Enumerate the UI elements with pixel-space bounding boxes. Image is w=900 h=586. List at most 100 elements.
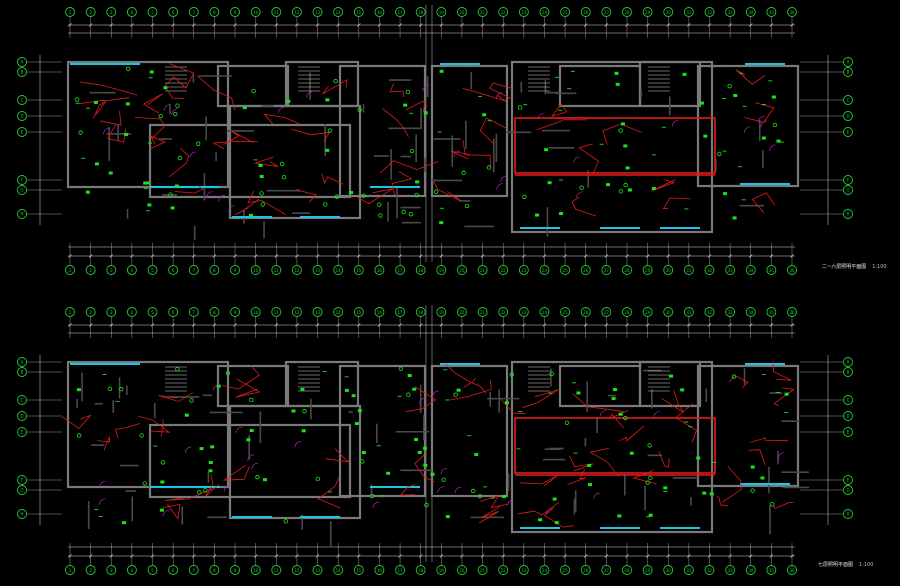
lighting-device — [168, 192, 173, 197]
column-grid-label: 19 — [439, 568, 445, 573]
lighting-device — [369, 493, 375, 499]
column-grid-label: 13 — [315, 10, 321, 15]
column-grid-label: 7 — [192, 10, 195, 15]
lighting-circuit — [295, 188, 317, 203]
column-grid-bubble — [415, 265, 426, 275]
lighting-circuit — [450, 150, 470, 160]
lighting-device — [445, 515, 450, 519]
dimension-tick — [418, 323, 423, 327]
column-grid-label: 29 — [645, 568, 651, 573]
lighting-device — [323, 202, 328, 207]
row-grid-label: C — [847, 98, 850, 103]
lighting-device — [203, 488, 208, 493]
dimension-tick — [604, 23, 609, 27]
column-grid-bubble — [85, 265, 96, 275]
dimension-tick — [336, 554, 340, 558]
dimension-tick — [460, 323, 464, 327]
column-grid-label: 16 — [377, 310, 383, 315]
dimension-tick — [439, 554, 444, 558]
dimension-tick — [480, 23, 485, 27]
lighting-device — [258, 164, 263, 168]
column-grid-label: 2 — [89, 10, 92, 15]
lighting-device — [121, 521, 126, 525]
row-grid-label: E — [847, 430, 850, 435]
lighting-device — [750, 465, 755, 469]
row-grid-label: D — [20, 414, 23, 419]
lighting-device — [197, 490, 202, 495]
door-swing — [98, 498, 106, 505]
dimension-tick — [68, 554, 72, 558]
column-grid-bubble — [518, 307, 529, 317]
dimension-tick — [480, 254, 485, 258]
door-swing — [454, 486, 462, 494]
column-grid-bubble — [250, 7, 261, 17]
column-grid-label: 11 — [274, 268, 280, 273]
column-grid-bubble — [642, 307, 653, 317]
lighting-device — [208, 461, 213, 465]
row-grid-label: A — [21, 60, 24, 65]
lighting-device — [617, 514, 622, 518]
wall — [510, 360, 714, 534]
lighting-device — [378, 213, 383, 218]
lighting-circuit — [772, 360, 792, 381]
dimension-tick — [377, 254, 382, 258]
column-grid-bubble — [766, 307, 777, 317]
column-grid-bubble — [106, 265, 117, 275]
column-grid-label: 16 — [377, 268, 383, 273]
dimension-tick — [150, 23, 155, 27]
row-grid-bubble — [17, 509, 27, 519]
column-grid-bubble — [477, 307, 488, 317]
dimension-tick — [687, 323, 691, 327]
column-grid-bubble — [374, 265, 385, 275]
lighting-device — [770, 502, 775, 507]
lighting-device — [225, 371, 231, 376]
lighting-circuit — [405, 386, 437, 413]
column-grid-bubble — [456, 265, 467, 275]
dimension-tick — [439, 254, 444, 258]
dimension-tick — [460, 254, 464, 258]
column-grid-bubble — [271, 565, 282, 575]
dimension-tick — [563, 554, 567, 558]
column-grid-bubble — [456, 307, 467, 317]
lighting-circuit — [399, 483, 416, 496]
dimension-tick — [563, 323, 567, 327]
column-grid-label: 14 — [336, 268, 342, 273]
lighting-circuit — [651, 179, 676, 192]
lighting-circuit — [290, 128, 331, 142]
column-grid-label: 3 — [110, 568, 113, 573]
lighting-device — [623, 182, 628, 188]
lighting-device — [648, 475, 653, 481]
column-grid-bubble — [395, 265, 406, 275]
lighting-device — [558, 212, 563, 216]
wall — [430, 64, 509, 198]
dimension-tick — [357, 254, 361, 258]
lighting-circuit — [100, 110, 122, 126]
row-grid-label: G — [846, 188, 849, 193]
lighting-device — [149, 70, 154, 74]
column-grid-label: 21 — [480, 310, 486, 315]
lighting-device — [414, 192, 419, 198]
row-grid-bubble — [843, 111, 853, 121]
column-grid-bubble — [745, 307, 756, 317]
column-grid-label: 17 — [398, 268, 404, 273]
dimension-tick — [253, 23, 258, 27]
column-grid-label: 33 — [728, 268, 734, 273]
column-grid-bubble — [580, 307, 591, 317]
column-grid-label: 14 — [336, 568, 342, 573]
row-grid-label: G — [20, 188, 23, 193]
column-grid-bubble — [415, 565, 426, 575]
lighting-circuit — [138, 415, 171, 433]
lighting-device — [139, 433, 144, 438]
column-grid-label: 36 — [789, 310, 795, 315]
door-swing — [432, 390, 439, 398]
dimension-tick — [749, 554, 753, 558]
column-grid-bubble — [787, 265, 797, 275]
lighting-device — [776, 139, 781, 143]
column-grid-bubble — [704, 565, 715, 575]
lighting-circuit — [773, 387, 795, 407]
lighting-device — [249, 429, 254, 433]
column-grid-label: 15 — [356, 10, 362, 15]
dimension-tick — [501, 323, 505, 327]
column-grid-bubble — [395, 7, 406, 17]
